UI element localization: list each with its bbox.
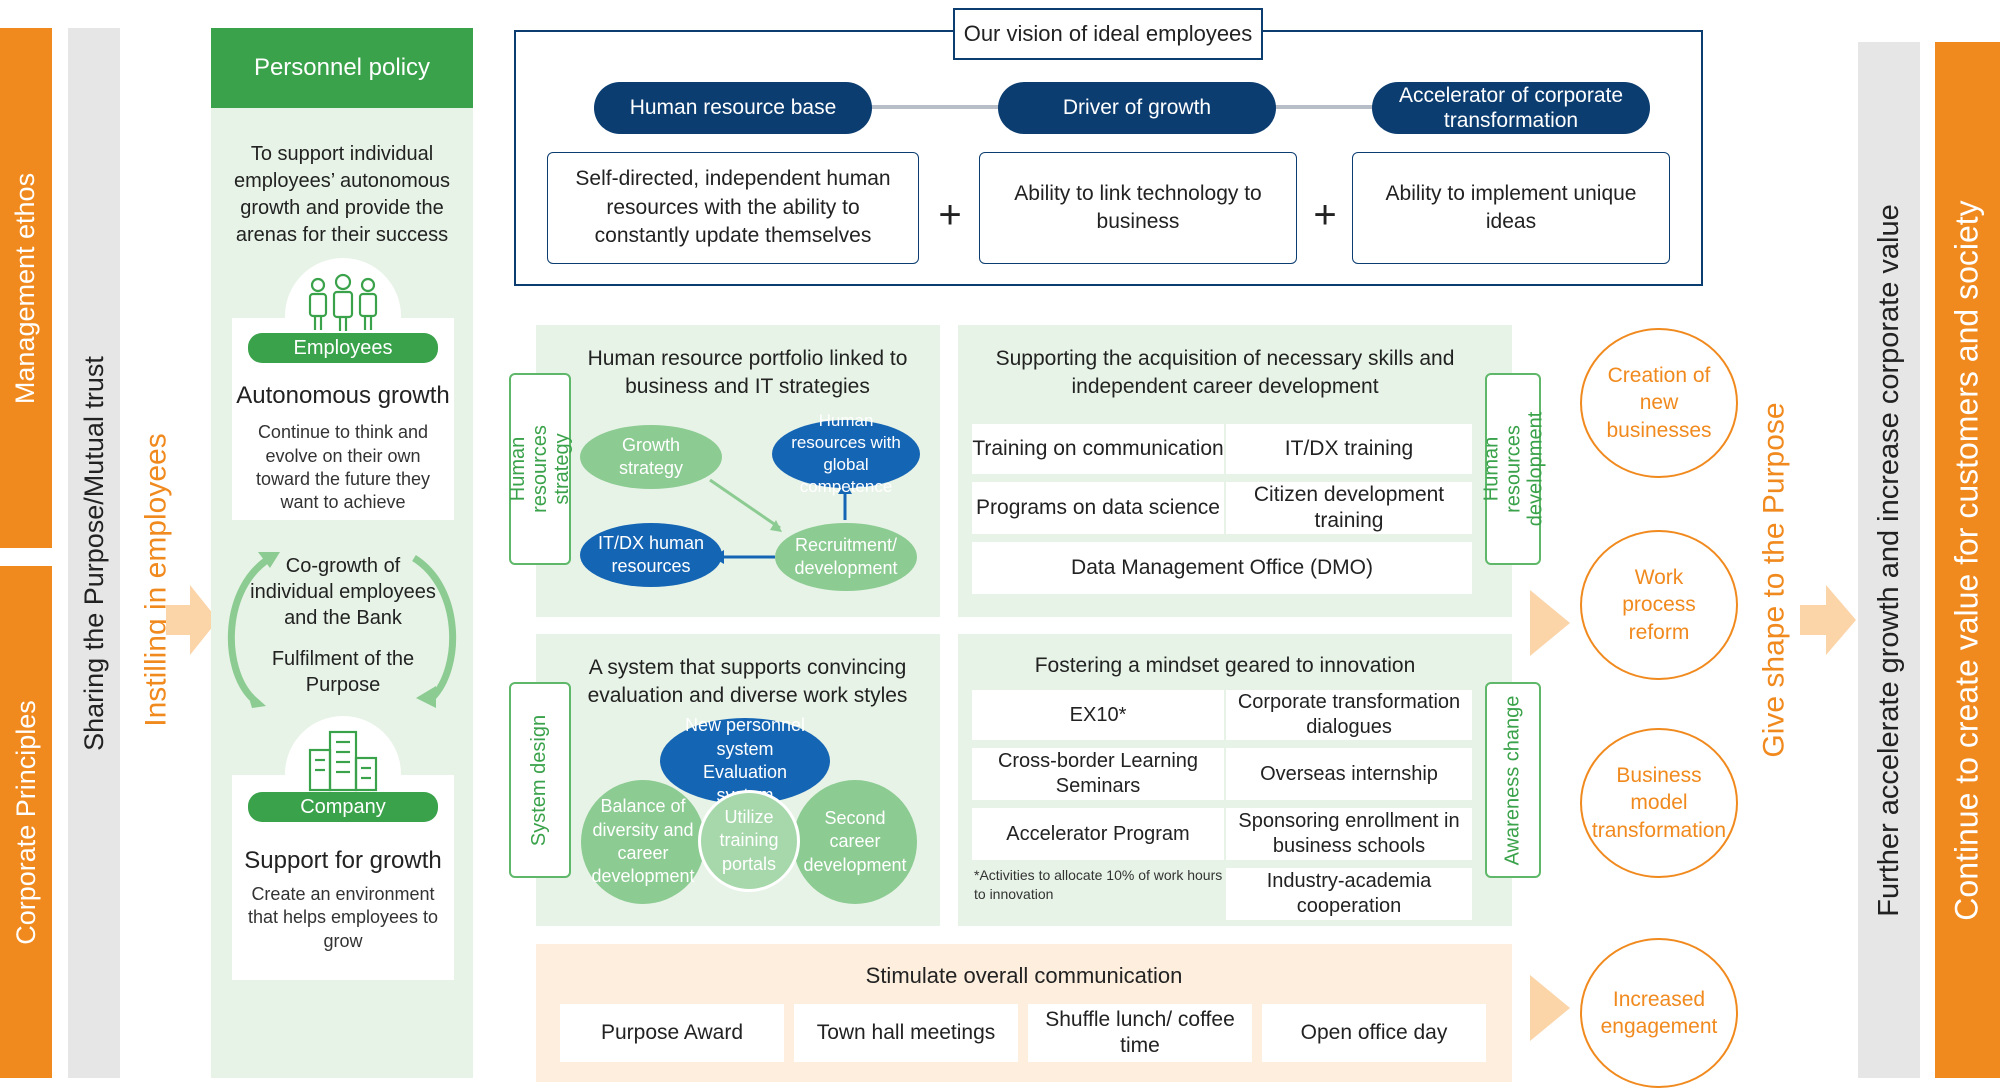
arrow-to-outcomes-lower	[1530, 975, 1570, 1041]
instilling-label: Instilling in employees	[140, 433, 174, 727]
hr-development-tag: Human resources development	[1480, 373, 1546, 565]
open-office-day: Open office day	[1262, 1004, 1486, 1062]
citizen-development-training: Citizen development training	[1226, 482, 1472, 534]
hr-strategy-title: Human resource portfolio linked to busin…	[587, 347, 908, 399]
outcome-business-model: Business model transformation	[1580, 728, 1738, 878]
building-icon	[308, 730, 378, 792]
outcome-work-process-reform: Work process reform	[1580, 530, 1738, 680]
data-management-office: Data Management Office (DMO)	[972, 542, 1472, 594]
cycle-arrows	[227, 552, 457, 708]
system-design-tag: System design	[509, 682, 571, 878]
balance-diversity-node: Balance of diversity and career developm…	[581, 780, 705, 904]
cogrowth-text: Co-growth of individual employees and th…	[250, 555, 436, 629]
awareness-footnote: *Activities to allocate 10% of work hour…	[974, 867, 1223, 902]
management-ethos-bar: Management ethos	[0, 28, 52, 548]
recruitment-development-node: Recruitment/ development	[775, 523, 917, 591]
hr-strategy-tag: Human resources strategy	[507, 373, 573, 565]
training-communication: Training on communication	[972, 424, 1224, 474]
employees-badge: Employees	[248, 333, 438, 363]
corporate-principles-bar: Corporate Principles	[0, 566, 52, 1078]
fulfilment-text: Fulfilment of the Purpose	[271, 648, 415, 696]
awareness-title: Fostering a mindset geared to innovation	[1034, 654, 1416, 677]
people-icon	[308, 273, 378, 331]
further-accelerate-bar: Further accelerate growth and increase c…	[1858, 42, 1920, 1078]
industry-academia-cooperation: Industry-academia cooperation	[1226, 868, 1472, 920]
accelerator-program: Accelerator Program	[972, 808, 1224, 860]
hr-development-title: Supporting the acquisition of necessary …	[995, 347, 1455, 399]
instilling-arrow	[166, 585, 218, 655]
personnel-policy-intro: To support individual employees’ autonom…	[233, 143, 451, 246]
shuffle-lunch: Shuffle lunch/ coffee time	[1028, 1004, 1252, 1062]
support-growth-title: Support for growth	[244, 847, 442, 874]
communication-title: Stimulate overall communication	[865, 963, 1183, 988]
autonomous-growth-title: Autonomous growth	[236, 382, 450, 409]
company-badge: Company	[248, 792, 438, 822]
arrow-to-outcomes-upper	[1530, 590, 1570, 656]
continue-value-bar: Continue to create value for customers a…	[1935, 42, 2000, 1078]
hr-strategy-arrows	[709, 478, 852, 564]
programs-data-science: Programs on data science	[972, 482, 1224, 534]
pill-human-resource-base: Human resource base	[594, 82, 872, 134]
instilling-label-wrap: Instilling in employees	[132, 380, 182, 780]
personnel-policy-title: Personnel policy	[211, 28, 473, 108]
sharing-purpose-label: Sharing the Purpose/Mutual trust	[78, 355, 109, 751]
give-shape-label: Give shape to the Purpose	[1758, 402, 1792, 758]
corporate-transformation-dialogues: Corporate transformation dialogues	[1226, 690, 1472, 740]
outcome-new-businesses: Creation of new businesses	[1580, 328, 1738, 478]
plus-sign-2: +	[1313, 192, 1337, 237]
autonomous-growth-text: Continue to think and evolve on their ow…	[255, 422, 431, 513]
pill-driver-of-growth: Driver of growth	[998, 82, 1276, 134]
vision-title: Our vision of ideal employees	[953, 8, 1263, 60]
management-ethos-label: Management ethos	[10, 172, 41, 404]
continue-value-label: Continue to create value for customers a…	[1949, 199, 1985, 921]
second-career-node: Second career development	[793, 780, 917, 904]
growth-strategy-node: Growth strategy	[580, 425, 722, 489]
give-shape-arrow	[1800, 585, 1856, 655]
itdx-training: IT/DX training	[1226, 424, 1472, 474]
sharing-purpose-bar: Sharing the Purpose/Mutual trust	[68, 28, 120, 1078]
support-growth-text: Create an environment that helps employe…	[247, 883, 439, 951]
cross-border-seminars: Cross-border Learning Seminars	[972, 748, 1224, 800]
system-design-title: A system that supports convincing evalua…	[587, 656, 908, 708]
awareness-tag: Awareness change	[1485, 682, 1541, 878]
further-accelerate-label: Further accelerate growth and increase c…	[1872, 203, 1905, 917]
itdx-human-resources-node: IT/DX human resources	[580, 523, 722, 587]
purpose-award: Purpose Award	[560, 1004, 784, 1062]
plus-sign-1: +	[938, 192, 962, 237]
vision-box-link-technology: Ability to link technology to business	[979, 152, 1297, 264]
vision-box-self-directed: Self-directed, independent human resourc…	[547, 152, 919, 264]
vision-box-unique-ideas: Ability to implement unique ideas	[1352, 152, 1670, 264]
utilize-training-portals-node: Utilize training portals	[698, 790, 800, 892]
pill-accelerator: Accelerator of corporate transformation	[1372, 82, 1650, 134]
global-competence-node: Human resources with global competence	[772, 411, 920, 496]
ex10-item: EX10*	[972, 690, 1224, 740]
outcome-increased-engagement: Increased engagement	[1580, 938, 1738, 1088]
corporate-principles-label: Corporate Principles	[10, 699, 41, 945]
town-hall-meetings: Town hall meetings	[794, 1004, 1018, 1062]
sponsoring-business-schools: Sponsoring enrollment in business school…	[1226, 808, 1472, 860]
give-shape-label-wrap: Give shape to the Purpose	[1750, 300, 1800, 860]
overseas-internship: Overseas internship	[1226, 748, 1472, 800]
